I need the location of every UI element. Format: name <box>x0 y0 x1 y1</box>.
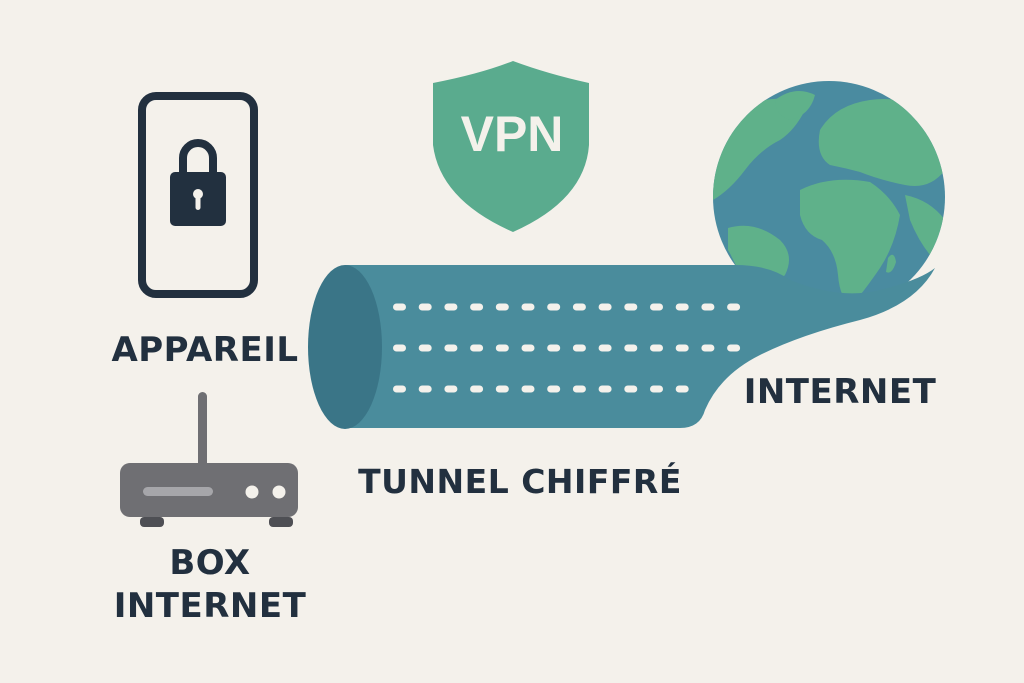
tunnel-dot <box>444 385 458 393</box>
internet-label: INTERNET <box>743 372 937 412</box>
tunnel-dot <box>624 303 638 311</box>
tunnel-opening <box>308 265 382 429</box>
tunnel-dot <box>393 303 406 311</box>
tunnel-dot <box>624 344 638 352</box>
router-label-line1: BOX <box>169 543 251 583</box>
tunnel-dot <box>727 344 741 352</box>
router-label-line2: INTERNET <box>113 586 307 626</box>
tunnel-dot <box>572 344 586 352</box>
tunnel-dot <box>547 385 561 393</box>
tunnel-dot <box>521 303 535 311</box>
tunnel-dot <box>393 344 406 352</box>
tunnel-dot <box>470 344 484 352</box>
vpn-shield-icon: VPN <box>433 61 589 232</box>
tunnel-dot <box>418 303 432 311</box>
tunnel-dot <box>418 344 432 352</box>
vpn-shield-text: VPN <box>461 106 564 162</box>
tunnel-dot <box>598 303 612 311</box>
tunnel-dot <box>521 385 535 393</box>
tunnel-dot <box>547 344 561 352</box>
tunnel-dot <box>598 344 612 352</box>
tunnel-dot <box>444 303 458 311</box>
tunnel-dot <box>521 344 535 352</box>
tunnel-dot <box>727 303 741 311</box>
tunnel-dot <box>650 303 663 311</box>
tunnel-dot <box>547 303 561 311</box>
lock-icon <box>170 139 226 226</box>
tunnel-dot <box>675 385 689 393</box>
tunnel-dot <box>418 385 432 393</box>
tunnel-data-packets <box>393 303 741 393</box>
tunnel-dot <box>650 385 663 393</box>
phone-icon <box>138 92 258 298</box>
tunnel-dot <box>495 303 509 311</box>
tunnel-dot <box>470 385 484 393</box>
tunnel-dot <box>495 344 509 352</box>
tunnel-dot <box>701 303 715 311</box>
tunnel-dot <box>675 303 689 311</box>
device-label: APPAREIL <box>111 330 299 370</box>
tunnel-dot <box>444 344 458 352</box>
tunnel-dot <box>470 303 484 311</box>
router-icon <box>120 392 298 527</box>
tunnel-dot <box>624 385 638 393</box>
tunnel-label: TUNNEL CHIFFRÉ <box>358 462 682 501</box>
tunnel-dot <box>701 344 715 352</box>
tunnel-dot <box>598 385 612 393</box>
tunnel-dot <box>650 344 663 352</box>
tunnel-dot <box>495 385 509 393</box>
tunnel-dot <box>393 385 406 393</box>
tunnel-dot <box>675 344 689 352</box>
encrypted-tunnel <box>308 265 935 429</box>
tunnel-dot <box>572 303 586 311</box>
tunnel-dot <box>572 385 586 393</box>
